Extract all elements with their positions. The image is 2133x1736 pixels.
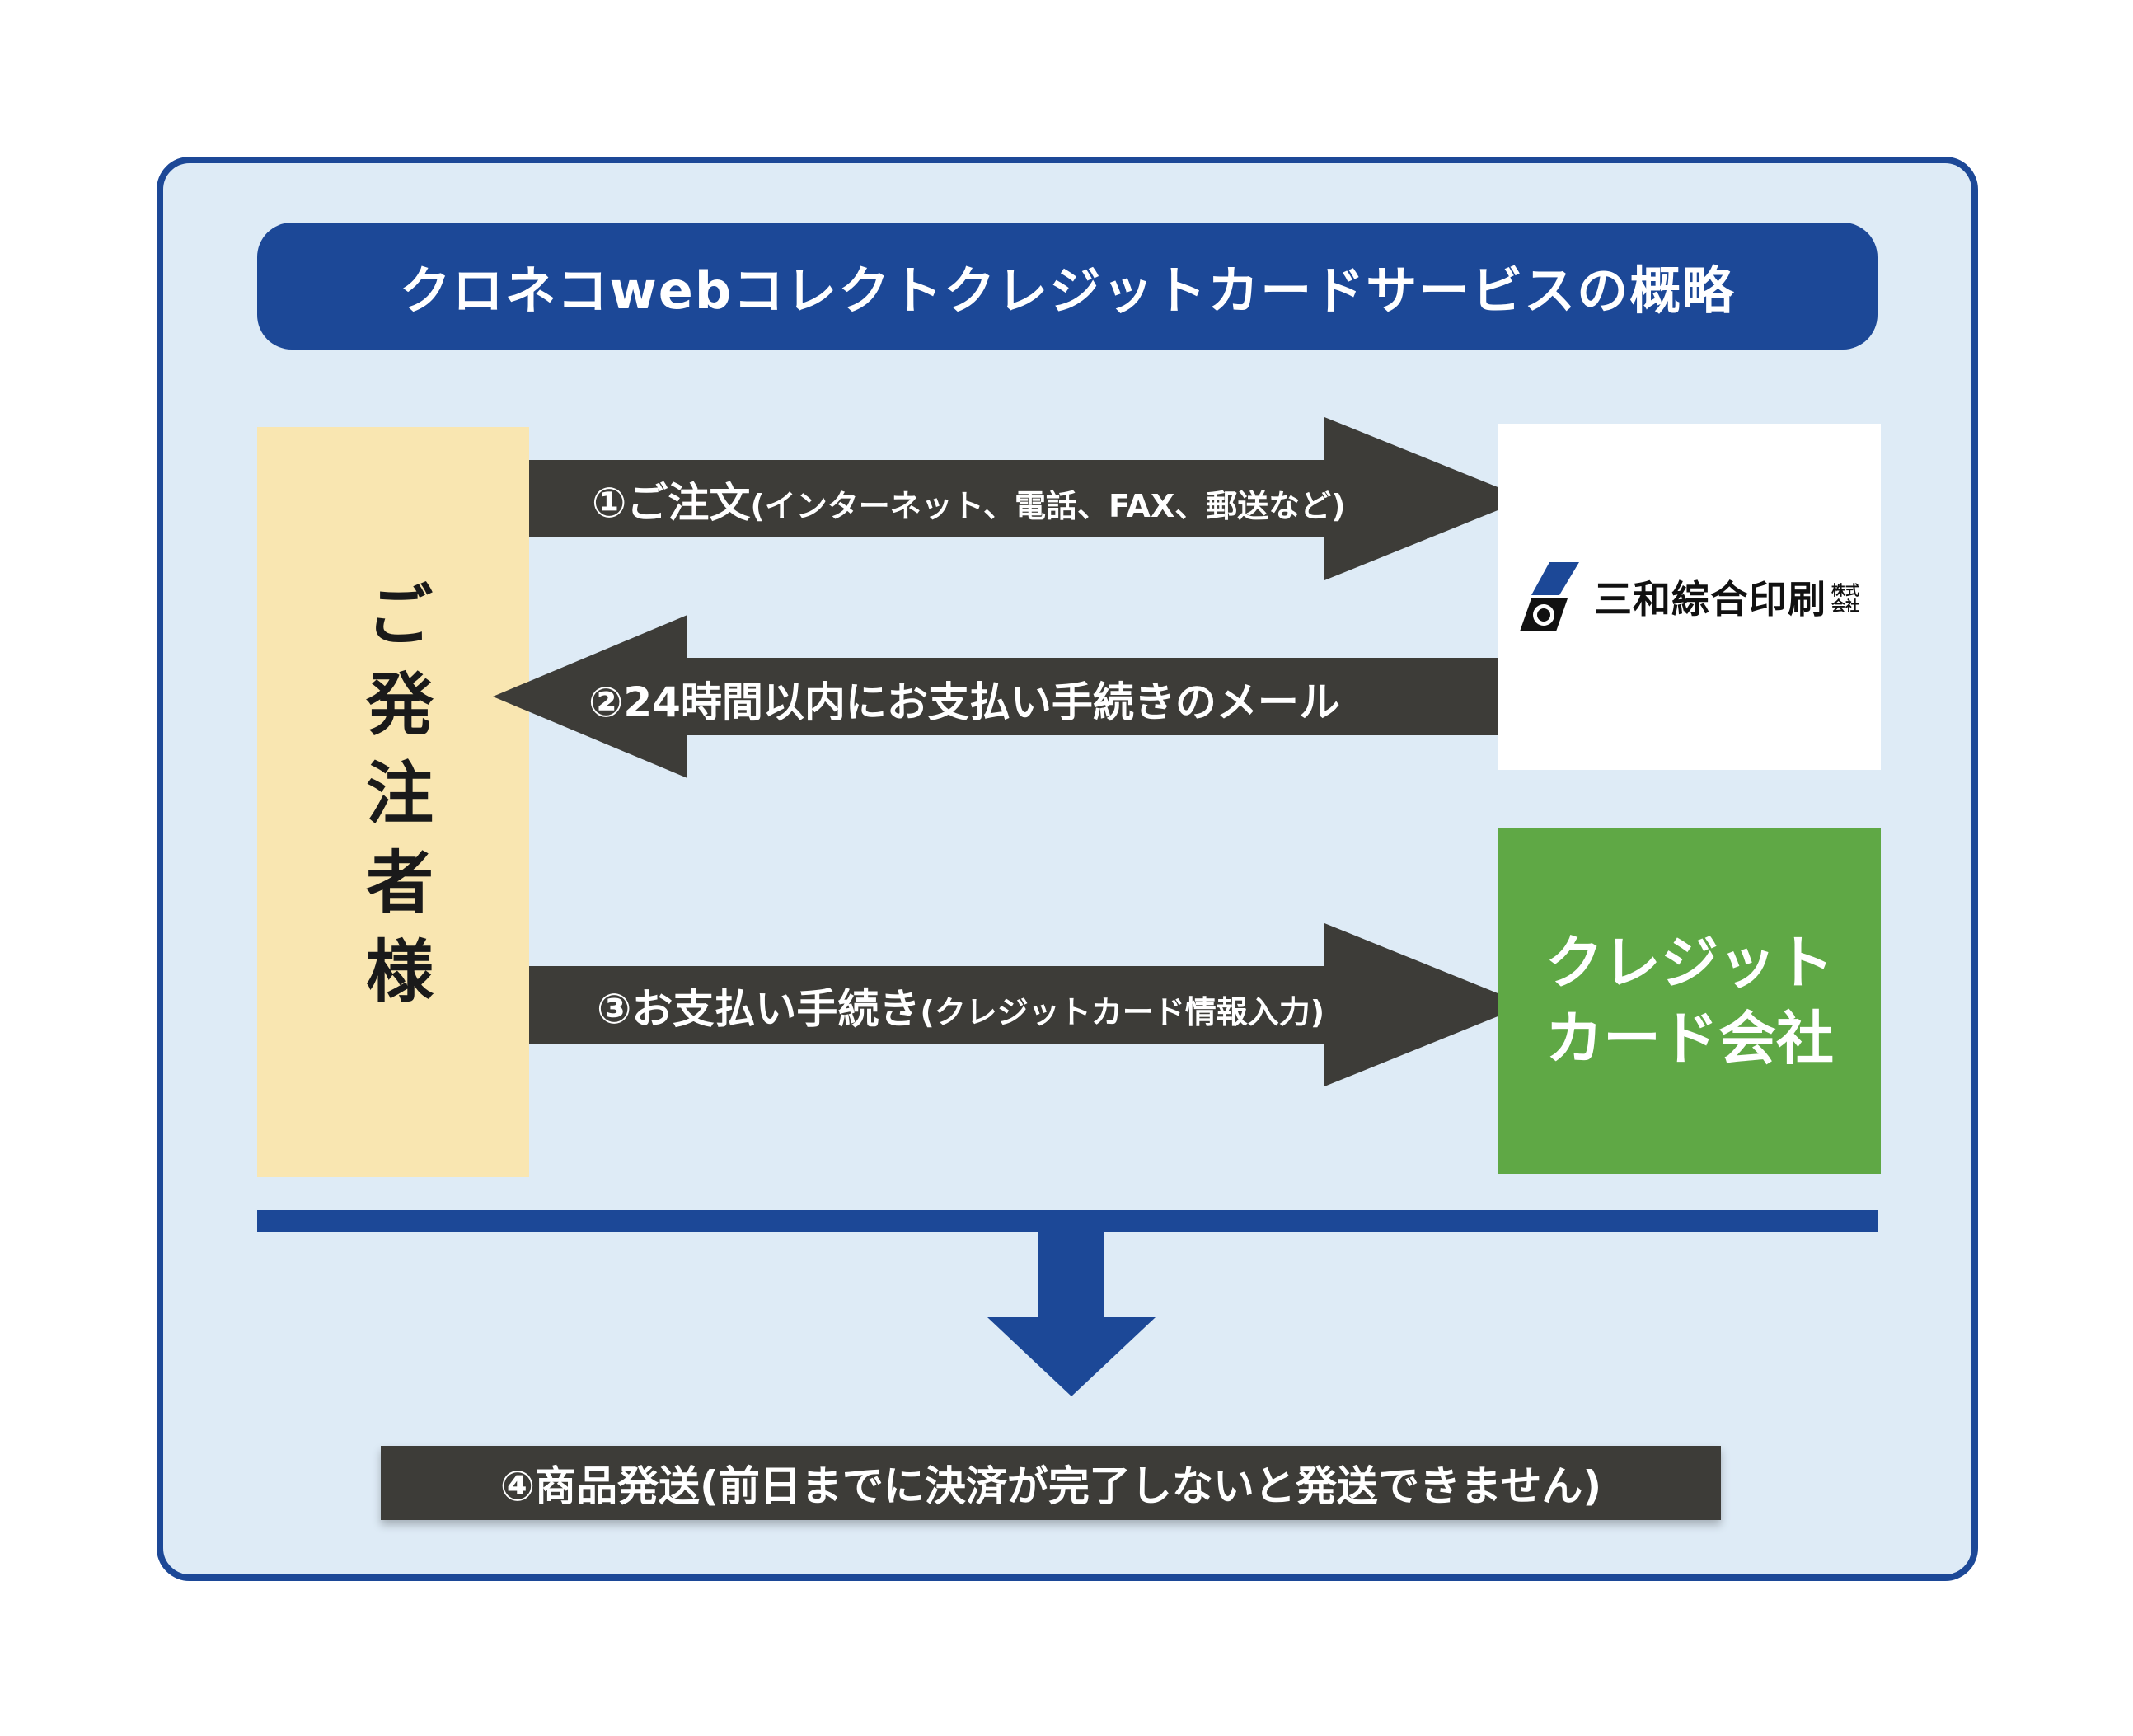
payment-arrow	[529, 923, 1526, 1086]
company-suffix-line2: 会社	[1831, 598, 1859, 615]
company-suffix-line1: 株式	[1831, 583, 1859, 599]
step1-main: ①ご注文	[592, 479, 751, 527]
company-suffix: 株式 会社	[1831, 584, 1859, 615]
card-company-line1: クレジット	[1545, 929, 1834, 997]
card-company-line2: カード会社	[1545, 1005, 1834, 1072]
section-divider	[257, 1210, 1878, 1232]
card-company-label: クレジット カード会社	[1545, 925, 1834, 1077]
company-logo: 三和綜合印刷 株式 会社	[1520, 562, 1859, 631]
diagram-title: クロネコwebコレクトクレジットカードサービスの概略	[257, 223, 1878, 350]
diagram-title-text: クロネコwebコレクトクレジットカードサービスの概略	[399, 260, 1736, 321]
step3-main: ③お支払い手続き	[597, 985, 921, 1033]
step3-label: ③お支払い手続き (クレジットカード情報入力)	[597, 976, 1324, 1035]
step3-sub: (クレジットカード情報入力)	[920, 994, 1325, 1030]
printing-company-box: 三和綜合印刷 株式 会社	[1498, 424, 1881, 770]
step1-label: ①ご注文 (インターネット、電話、FAX、郵送など)	[592, 470, 1346, 529]
company-logo-mark-icon	[1520, 562, 1579, 631]
card-company-box: クレジット カード会社	[1498, 828, 1881, 1174]
order-arrow	[529, 417, 1526, 580]
step2-main: ②24時間以内にお支払い手続きのメール	[588, 678, 1340, 726]
company-name: 三和綜合印刷	[1594, 577, 1826, 622]
orderer-box: ご発注者様	[257, 427, 529, 1177]
email-arrow	[493, 615, 1498, 778]
shipping-step-bar: ④商品発送(前日までに決済が完了しないと発送できません)	[381, 1446, 1721, 1520]
step4-label: ④商品発送(前日までに決済が完了しないと発送できません)	[499, 1462, 1602, 1510]
step1-sub: (インターネット、電話、FAX、郵送など)	[750, 488, 1346, 524]
orderer-label: ご発注者様	[354, 579, 433, 1025]
down-arrow-icon	[987, 1232, 1156, 1396]
step2-label: ②24時間以内にお支払い手続きのメール	[588, 669, 1340, 729]
